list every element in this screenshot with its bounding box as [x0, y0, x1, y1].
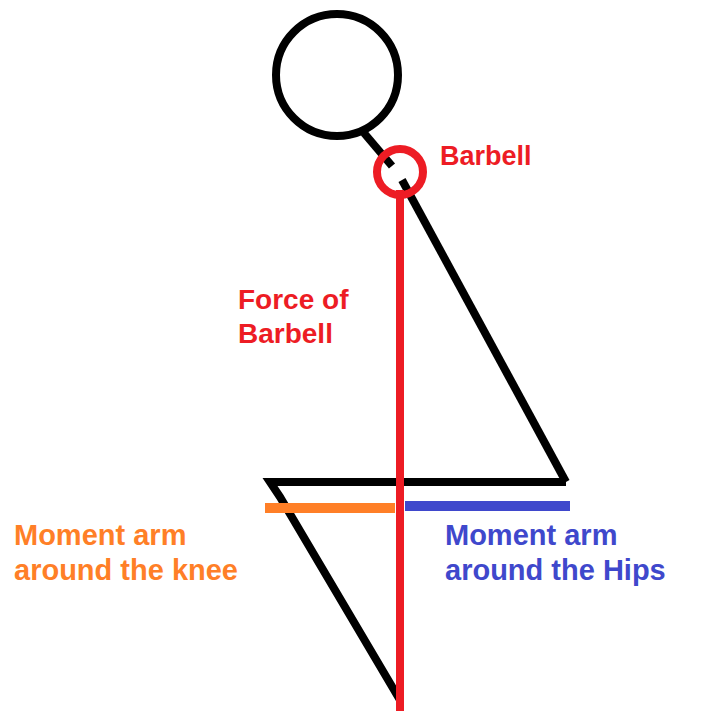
hip-moment-arm [405, 501, 570, 511]
barbell-label: Barbell [440, 140, 640, 173]
barbell-symbol [377, 149, 423, 195]
hip-arm-label: Moment arm around the Hips [445, 518, 715, 589]
torso [402, 180, 566, 482]
force-label: Force of Barbell [238, 283, 396, 351]
force-line [396, 190, 404, 711]
knee-moment-arm [265, 503, 395, 513]
knee-arm-label: Moment arm around the knee [14, 518, 272, 589]
head [276, 14, 398, 136]
legs [270, 482, 566, 700]
